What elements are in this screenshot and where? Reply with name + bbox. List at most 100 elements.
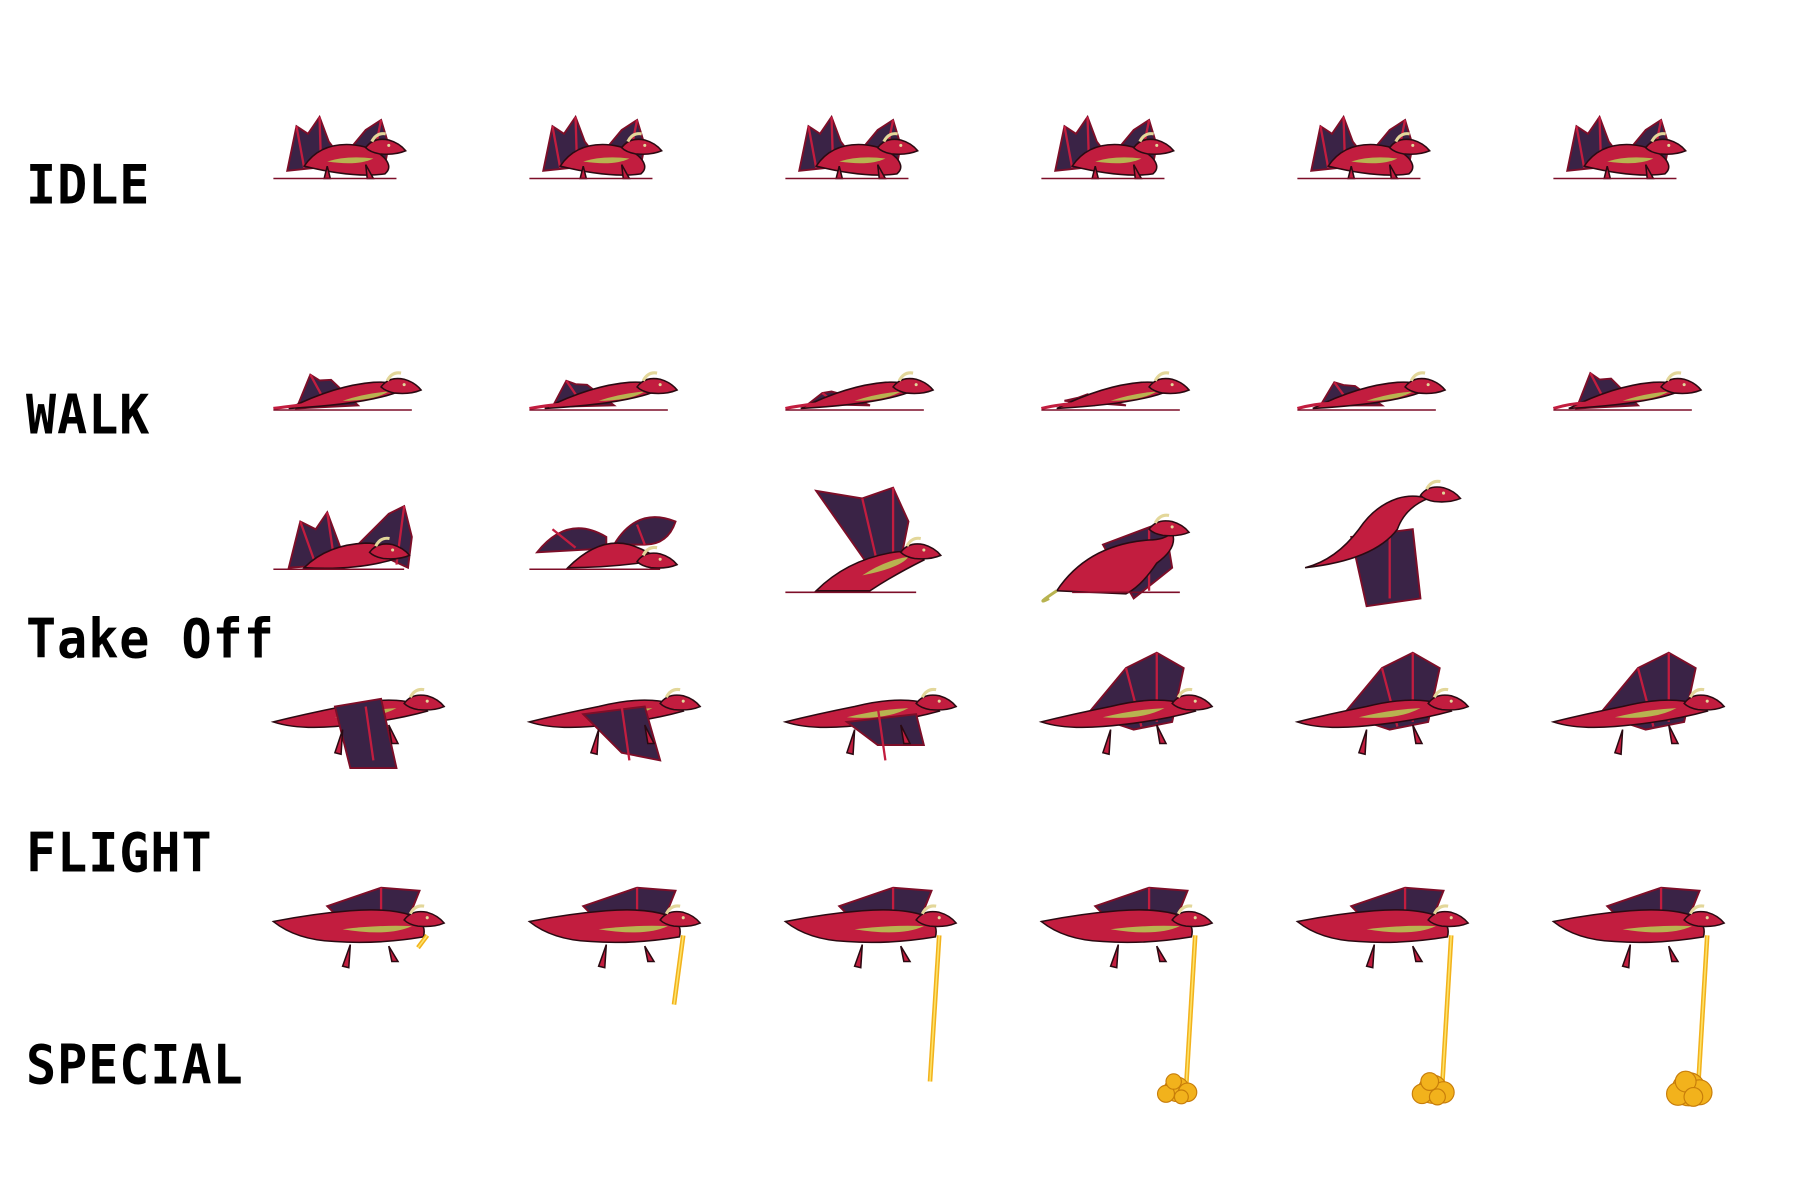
dragon-sprite: [527, 886, 702, 1005]
row-label-special: SPECIAL: [26, 1033, 244, 1097]
dragon-sprite: [785, 114, 919, 180]
dragon-sprite: [1041, 513, 1191, 603]
row-label-walk: WALK: [26, 383, 151, 447]
dragon-head: [368, 536, 411, 560]
dragon-sprite: [782, 687, 958, 761]
fire-burst: [1411, 1072, 1455, 1106]
dragon-head: [1132, 132, 1175, 155]
dragon-head: [1683, 687, 1726, 711]
dragon-head: [364, 132, 407, 155]
sprite-walk-frame-4: [1041, 371, 1191, 411]
sprite-idle-frame-4: [1041, 114, 1175, 180]
dragon-head: [403, 904, 446, 928]
dragon-head: [1171, 904, 1214, 928]
dragon-head: [636, 371, 679, 395]
sprite-special-frame-2: [527, 886, 702, 1005]
sprite-idle-frame-2: [529, 114, 663, 180]
sprite-flight-frame-4: [1038, 651, 1214, 756]
dragon-sprite: [783, 886, 958, 1082]
dragon-sprite: [1551, 886, 1726, 1107]
dragon-head: [915, 687, 958, 711]
dragon-head: [1148, 371, 1191, 395]
dragon-sprite: [526, 687, 702, 762]
sprite-special-frame-5: [1295, 886, 1470, 1106]
sprite-takeoff-frame-4: [1041, 513, 1191, 603]
sprite-walk-frame-5: [1296, 371, 1447, 411]
dragon-sprite: [273, 114, 407, 180]
wing: [581, 705, 662, 762]
dragon-head: [403, 687, 446, 711]
dragon-head: [1419, 479, 1462, 503]
sprite-special-frame-1: [271, 886, 446, 969]
dragon-head: [620, 132, 663, 155]
dragon-sprite: [1304, 479, 1462, 608]
row-label-takeoff: Take Off: [26, 607, 275, 671]
dragon-head: [1171, 687, 1214, 711]
dragon-head: [1660, 371, 1703, 395]
dragon-head: [1644, 132, 1687, 155]
dragon-sprite: [273, 504, 413, 570]
dragon-head: [1148, 513, 1191, 537]
dragon-sprite: [529, 114, 663, 180]
dragon-sprite: [785, 486, 943, 594]
sprite-flight-frame-3: [782, 687, 958, 761]
row-label-idle: IDLE: [26, 153, 151, 217]
dragon-sprite: [1550, 651, 1726, 756]
dragon-head: [876, 132, 919, 155]
dragon-head: [1404, 371, 1447, 395]
sprite-idle-frame-3: [785, 114, 919, 180]
dragon-head: [899, 536, 943, 560]
dragon-sprite: [529, 516, 679, 570]
sprite-takeoff-frame-1: [273, 504, 413, 570]
sprite-walk-frame-6: [1552, 371, 1703, 411]
dragon-sprite: [1295, 886, 1470, 1106]
dragon-sprite: [1294, 651, 1470, 756]
row-label-flight: FLIGHT: [26, 821, 213, 885]
dragon-head: [636, 545, 679, 569]
dragon-sprite: [270, 687, 446, 770]
dragon-sprite: [785, 371, 935, 411]
dragon-sprite: [1041, 371, 1191, 411]
fire-burst: [1665, 1070, 1713, 1107]
wing: [612, 516, 677, 546]
dragon-sprite: [1297, 114, 1431, 180]
dragon-sprite: [1039, 886, 1214, 1105]
wing: [333, 697, 398, 770]
sprite-walk-frame-1: [273, 371, 423, 411]
dragon-head: [915, 904, 958, 928]
dragon-sprite: [1038, 651, 1214, 756]
sprite-flight-frame-1: [270, 687, 446, 770]
dragon-head: [1388, 132, 1431, 155]
dragon-sprite: [1041, 114, 1175, 180]
dragon-sprite: [271, 886, 446, 969]
dragon-sprite: [529, 371, 679, 411]
dragon-sprite: [1296, 371, 1447, 411]
dragon-sprite: [273, 371, 423, 411]
sprite-walk-frame-3: [785, 371, 935, 411]
sprite-special-frame-3: [783, 886, 958, 1082]
sprite-idle-frame-5: [1297, 114, 1431, 180]
dragon-sprite: [1553, 114, 1687, 180]
dragon-head: [659, 687, 702, 711]
dragon-head: [1427, 687, 1470, 711]
sprite-takeoff-frame-3: [785, 486, 943, 594]
dragon-head: [380, 371, 423, 395]
dragon-head: [892, 371, 935, 395]
sprite-special-frame-6: [1551, 886, 1726, 1107]
dragon-head: [1683, 904, 1726, 928]
dragon-sprite: [1552, 371, 1703, 411]
sprite-idle-frame-6: [1553, 114, 1687, 180]
fire-burst: [1156, 1073, 1198, 1105]
wing: [534, 527, 608, 554]
sprite-flight-frame-5: [1294, 651, 1470, 756]
dragon-head: [1427, 904, 1470, 928]
sprite-flight-frame-6: [1550, 651, 1726, 756]
sprite-takeoff-frame-2: [529, 516, 679, 570]
sprite-idle-frame-1: [273, 114, 407, 180]
sprite-special-frame-4: [1039, 886, 1214, 1105]
sprite-walk-frame-2: [529, 371, 679, 411]
dragon-head: [659, 904, 702, 928]
sprite-flight-frame-2: [526, 687, 702, 762]
sprite-takeoff-frame-5: [1304, 479, 1462, 608]
